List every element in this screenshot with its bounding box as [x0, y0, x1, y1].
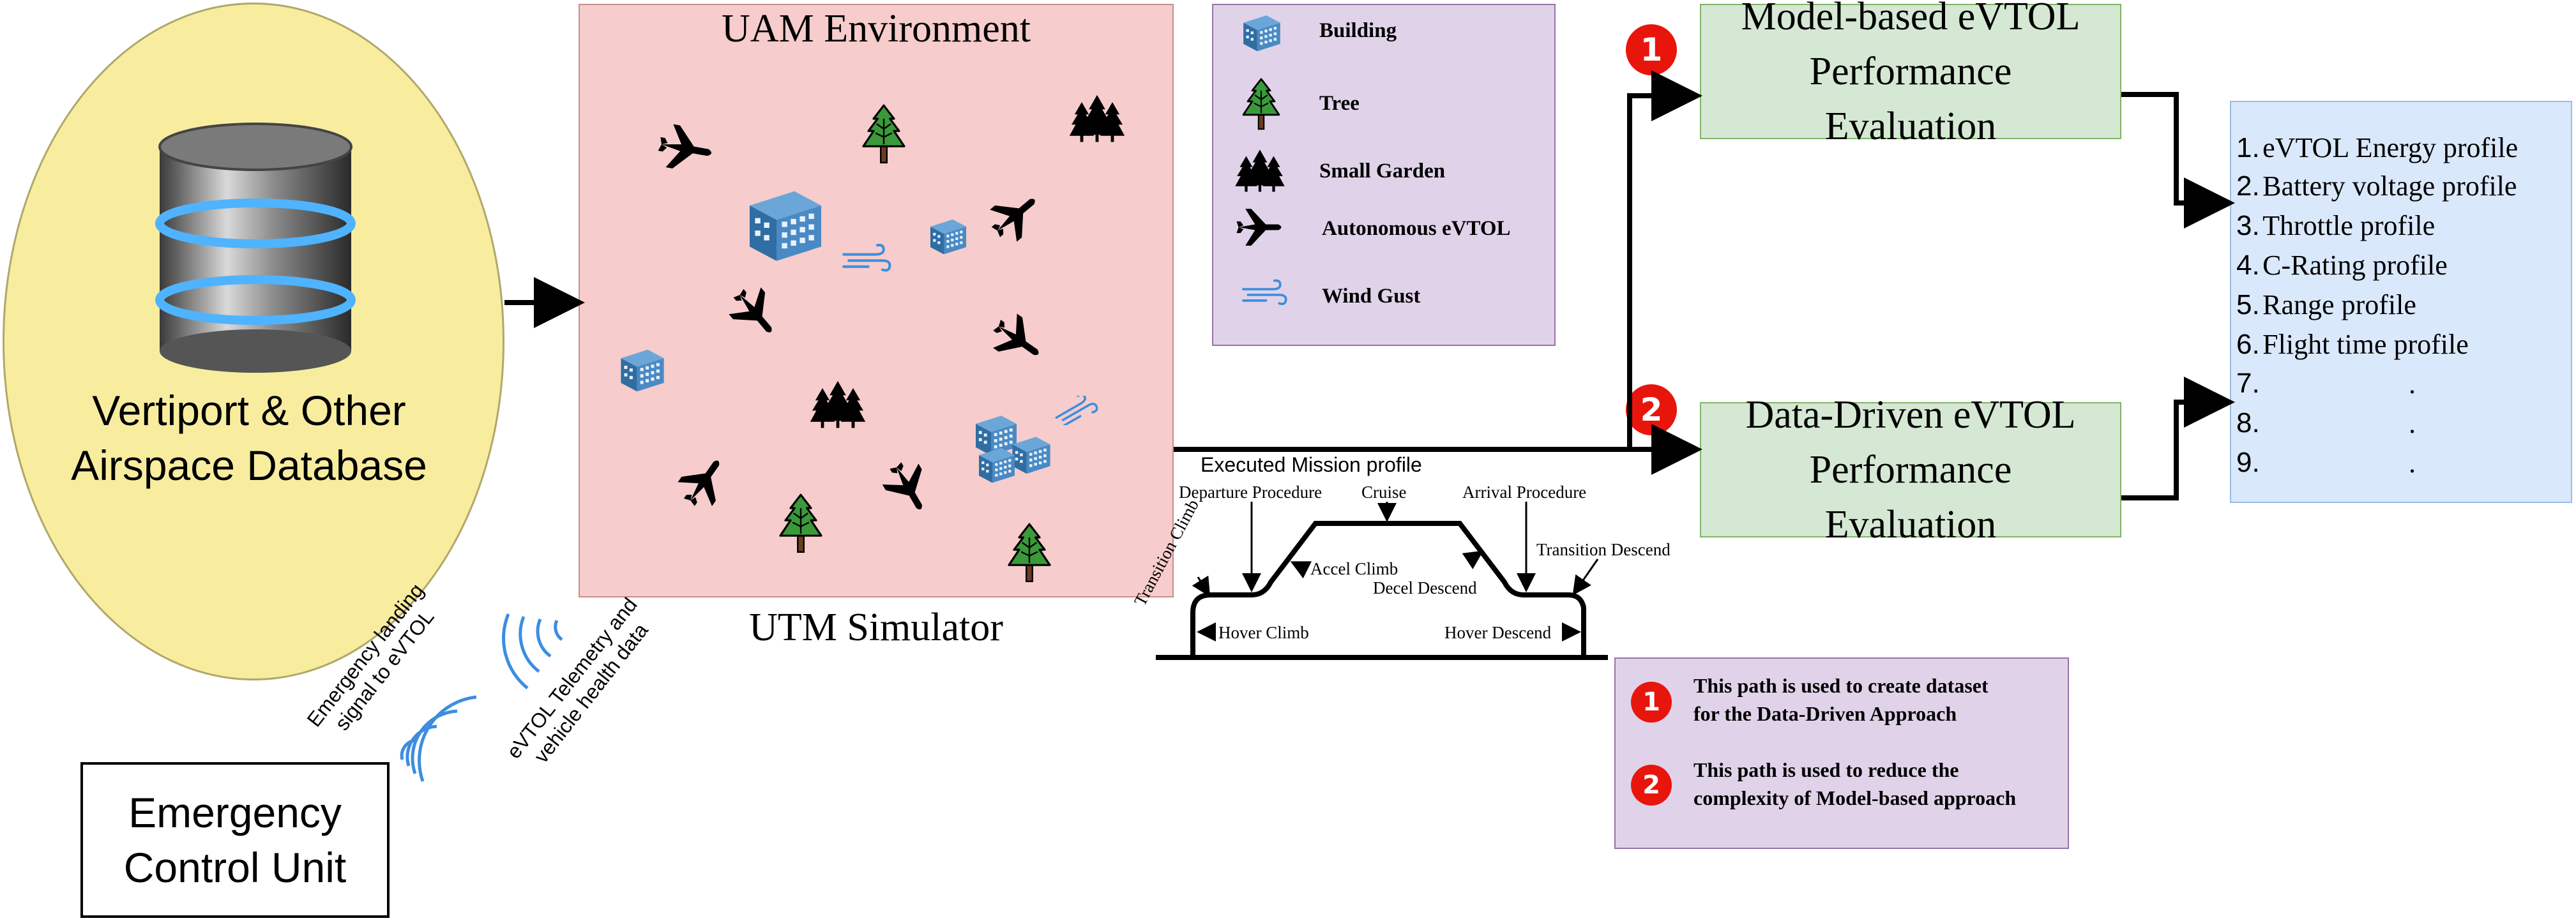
pointer-decel-descend [1462, 550, 1483, 569]
path-badge-1: 1 [1626, 24, 1677, 75]
note-2-text: This path is used to reduce the complexi… [1693, 756, 2016, 812]
output-number: 1. [2236, 132, 2260, 163]
database-label-line2: Airspace Database [71, 442, 427, 489]
arrow-to-model-based [1627, 70, 1702, 449]
note-1-line2: for the Data-Driven Approach [1693, 702, 1957, 725]
note-badge-2: 2 [1631, 765, 1672, 806]
telemetry-signal-arcs [502, 613, 563, 689]
pointer-transition-climb [1192, 575, 1211, 597]
arrow-data-to-output [2121, 377, 2235, 500]
phase-hover-climb: Hover Climb [1218, 623, 1309, 642]
note-1-line1: This path is used to create dataset [1693, 674, 1989, 697]
legend-label-building: Building [1319, 19, 1397, 42]
ecu-line2: Control Unit [123, 844, 347, 891]
mission-profile-label: Executed Mission profile [1201, 453, 1422, 476]
note-2-line1: This path is used to reduce the [1693, 758, 1959, 781]
output-text: Flight time profile [2262, 329, 2469, 360]
legend-label-autonomous-evtol: Autonomous eVTOL [1322, 217, 1511, 240]
output-text: Throttle profile [2262, 210, 2436, 241]
database-icon [155, 123, 356, 373]
output-item: 8.. [2236, 407, 2416, 439]
output-item: 6. Flight time profile [2236, 328, 2469, 361]
uam-environment-title: UAM Environment [722, 7, 1031, 50]
note-2-line2: complexity of Model-based approach [1693, 786, 2017, 809]
model-eval-line1: Model-based eVTOL [1741, 0, 2080, 38]
output-number: 6. [2236, 329, 2260, 360]
data-eval-line1: Data-Driven eVTOL [1745, 393, 2076, 437]
output-item: 4. C-Rating profile [2236, 249, 2448, 281]
output-number: 7. [2236, 368, 2260, 399]
uam-environment-box [579, 4, 1174, 597]
output-number: 4. [2236, 250, 2260, 281]
note-1-text: This path is used to create dataset for … [1693, 672, 1989, 728]
data-eval-line2: Performance [1809, 448, 2012, 492]
output-number: 9. [2236, 447, 2260, 478]
data-driven-evaluation-box: Data-Driven eVTOL Performance Evaluation [1700, 393, 2121, 546]
phase-hover-descend: Hover Descend [1444, 623, 1552, 642]
note-badge-1: 1 [1631, 682, 1672, 723]
output-number: 8. [2236, 407, 2260, 439]
phase-arrival: Arrival Procedure [1462, 483, 1587, 502]
model-eval-line3: Evaluation [1824, 105, 1997, 148]
output-item: 9.. [2236, 447, 2416, 479]
output-number: 2. [2236, 170, 2260, 202]
utm-simulator-label: UTM Simulator [749, 606, 1003, 649]
output-number: 5. [2236, 289, 2260, 320]
output-text: Battery voltage profile [2262, 170, 2517, 202]
ecu-line1: Emergency [128, 789, 342, 836]
emergency-control-unit-box: Emergency Control Unit [80, 762, 390, 918]
output-text: eVTOL Energy profile [2262, 132, 2519, 163]
pointer-transition-descend [1572, 559, 1599, 596]
phase-decel-descend: Decel Descend [1373, 578, 1477, 597]
phase-cruise: Cruise [1361, 483, 1407, 502]
output-text: . [2409, 368, 2416, 400]
legend-label-wind-gust: Wind Gust [1322, 285, 1421, 308]
output-text: . [2409, 408, 2416, 439]
output-item: 3. Throttle profile [2236, 209, 2435, 242]
database-label: Vertiport & Other Airspace Database [26, 383, 473, 493]
phase-departure: Departure Procedure [1179, 483, 1322, 502]
database-label-line1: Vertiport & Other [92, 387, 406, 434]
notes-box [1614, 657, 2069, 849]
model-eval-line2: Performance [1809, 50, 2012, 93]
output-profiles-box [2230, 101, 2572, 503]
model-based-evaluation-box: Model-based eVTOL Performance Evaluation [1700, 0, 2121, 148]
output-text: Range profile [2262, 289, 2416, 320]
output-item: 1. eVTOL Energy profile [2236, 131, 2518, 164]
output-text: C-Rating profile [2262, 250, 2448, 281]
output-number: 3. [2236, 210, 2260, 241]
data-eval-line3: Evaluation [1824, 503, 1997, 546]
output-text: . [2409, 447, 2416, 479]
pointer-accel-climb [1290, 561, 1312, 579]
phase-transition-descend: Transition Descend [1536, 540, 1671, 559]
output-item: 5. Range profile [2236, 289, 2416, 321]
output-item: 2. Battery voltage profile [2236, 170, 2517, 202]
legend-label-tree: Tree [1319, 92, 1360, 115]
phase-accel-climb: Accel Climb [1310, 559, 1398, 578]
output-item: 7.. [2236, 368, 2416, 400]
arrow-model-to-output [2121, 92, 2235, 229]
emergency-signal-arcs [400, 695, 477, 782]
legend-label-small-garden: Small Garden [1319, 160, 1446, 183]
